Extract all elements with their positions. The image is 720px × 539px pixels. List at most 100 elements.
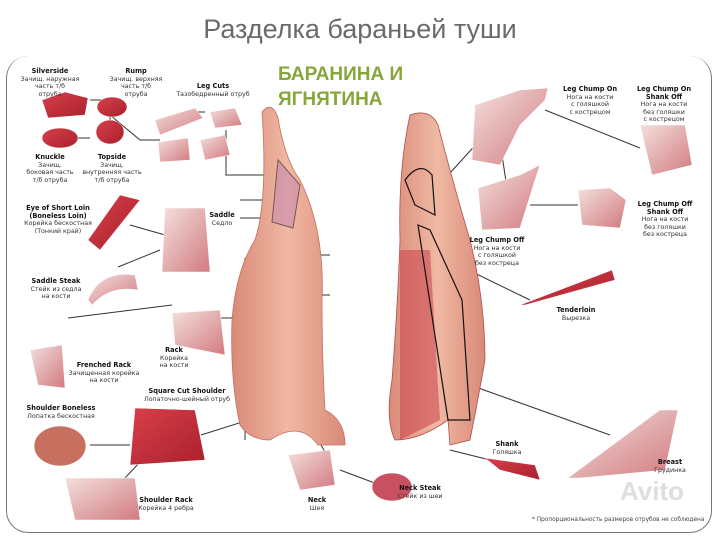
heading-line-2: ЯГНЯТИНА [278, 89, 383, 110]
footnote: * Пропорциональность размеров отрубов не… [532, 517, 705, 523]
label-en: Leg Chump Off [469, 236, 525, 244]
label-ru: Зачищ. верхняя [109, 75, 163, 83]
shoulder-boneless-image [33, 425, 87, 467]
label-ru: Нога на кости [641, 216, 689, 224]
label-en: Neck [307, 496, 327, 504]
leg-cut-2 [209, 107, 243, 129]
label-ru: Седло [211, 219, 233, 227]
rack-image [171, 309, 226, 356]
frenched-rack-image [29, 344, 66, 389]
label-en: Square Cut Shoulder [148, 387, 226, 395]
label-en: Eye of Short Loin [26, 204, 90, 212]
label-ru: Голяшка [492, 448, 522, 456]
label-en: Neck Steak [399, 484, 441, 492]
label-ru: без костреца [475, 259, 519, 267]
avito-watermark: Avito [620, 476, 685, 506]
breast-outline [417, 224, 471, 421]
frame [6, 56, 712, 533]
label-ru: без голяшки [644, 223, 686, 231]
label-ru: Зачищ. наружная [20, 75, 80, 83]
leg-cut-3 [157, 137, 191, 163]
label-en: Saddle Steak [31, 277, 81, 285]
eye-short-loin-image [87, 194, 141, 251]
label-ru: Корейка [160, 354, 188, 362]
label-ru: часть т/б [34, 83, 66, 91]
label-ru: без костреца [643, 231, 687, 239]
label-en: Leg Chump On [562, 85, 618, 93]
saddle-steak-image [87, 274, 139, 306]
shank-image [484, 457, 541, 481]
label-ru: Нога на кости [473, 244, 521, 252]
label-ru: Корейка 4 ребра [138, 504, 194, 512]
label-ru: с кострецом [643, 116, 685, 124]
label-ru: на кости [89, 377, 119, 385]
label-en: Breast [657, 458, 683, 466]
carcass-side-view [231, 106, 346, 446]
label-en: Saddle [209, 211, 235, 219]
label-ru: отруба [124, 90, 148, 98]
label-ru: с голяшкой [571, 101, 609, 109]
breast-image [567, 409, 679, 479]
label-ru: с голяшкой [478, 252, 516, 260]
rump-image [96, 96, 128, 118]
label-ru: Нога на кости [640, 101, 688, 109]
heading-line-1: БАРАНИНА И [278, 64, 404, 85]
silverside-image [41, 91, 89, 119]
label-ru: боковая часть [26, 169, 74, 177]
label-en: Frenched Rack [76, 361, 132, 369]
label-en: Shank Off [646, 207, 684, 216]
leg-chump-on-image [471, 87, 549, 166]
label-ru: т/б отруба [32, 176, 68, 184]
label-ru: Зачищ. [38, 161, 62, 169]
label-ru: Шея [309, 504, 325, 512]
label-en: Shank [495, 440, 519, 448]
label-ru: Лопатка бескостная [27, 412, 95, 420]
neck-steak-image [371, 472, 413, 502]
label-ru: внутренняя часть [82, 169, 142, 177]
label-ru: отруба [38, 90, 62, 98]
heading: БАРАНИНА И ЯГНЯТИНА [278, 62, 403, 112]
label-ru: Стейк из шеи [397, 492, 443, 500]
carcass-inner [388, 112, 486, 446]
page-title: Разделка бараньей туши [203, 14, 517, 44]
label-ru: часть т/б [120, 83, 152, 91]
carcass-side [231, 106, 346, 446]
leg-outline [404, 168, 436, 217]
label-ru: на кости [41, 293, 71, 301]
leg-chump-on-shank-off-image [639, 124, 693, 176]
ribs-area [400, 250, 440, 440]
label-en: Leg Cuts [196, 82, 230, 90]
label-en: Shoulder Boneless [26, 404, 96, 412]
leg-cut-1 [154, 107, 204, 136]
label-en: Knuckle [35, 153, 65, 161]
topside-image [95, 119, 125, 145]
label-ru: Зачищ. [100, 161, 124, 169]
label-en: Shank Off [645, 92, 683, 101]
label-ru: Грудинка [654, 466, 686, 474]
shoulder-rack-image [64, 477, 141, 521]
label-en: Tenderloin [556, 306, 596, 314]
label-en: (Boneless Loin) [29, 211, 87, 220]
label-ru: Зачищенная корейка [68, 369, 140, 377]
